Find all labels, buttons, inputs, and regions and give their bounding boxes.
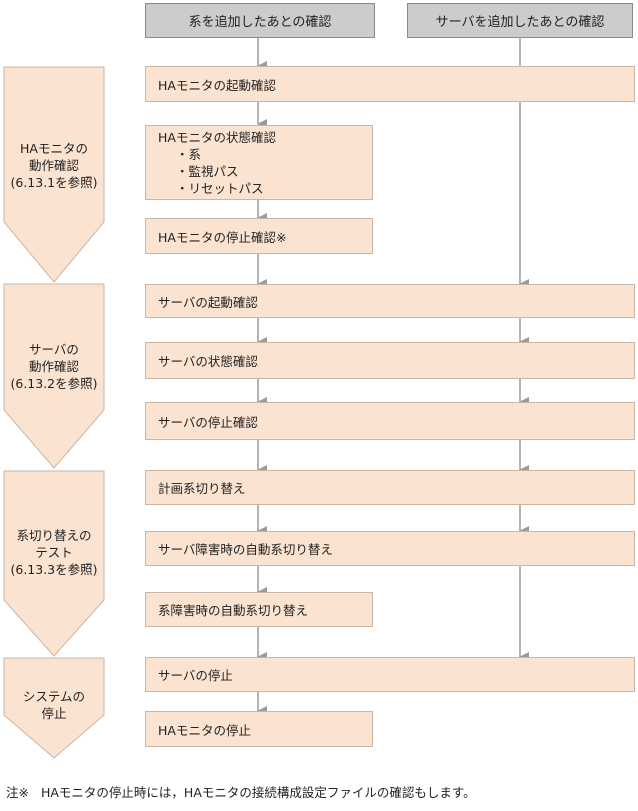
status-item-reset-path: ・リセットパス	[176, 180, 264, 196]
phase-arrow-ha-monitor	[3, 66, 105, 283]
footnote-text: HAモニタの停止時には，HAモニタの接続構成設定ファイルの確認もします。	[40, 785, 476, 800]
step-server-shutdown: サーバの停止	[145, 657, 635, 692]
step-server-status: サーバの状態確認	[145, 342, 635, 379]
step-label: サーバの停止確認	[158, 414, 258, 430]
phase-line: 動作確認	[28, 359, 79, 374]
status-item-monitor-path: ・監視パス	[176, 163, 239, 179]
header-after-adding-server: サーバを追加したあとの確認	[407, 3, 633, 38]
phase-line: (6.13.3を参照)	[10, 562, 98, 577]
status-item-system: ・系	[176, 146, 202, 162]
phase-line: 停止	[41, 706, 67, 721]
footnote-mark: 注※	[6, 785, 29, 800]
phase-label-system-stop: システムの 停止	[4, 688, 104, 722]
phase-arrow-server	[3, 283, 105, 469]
phase-line: (6.13.2を参照)	[10, 376, 98, 391]
step-label: サーバの停止	[158, 668, 233, 683]
step-label: サーバの起動確認	[158, 294, 258, 310]
phase-arrow-system-stop	[3, 657, 105, 759]
phase-line: 動作確認	[28, 158, 79, 173]
step-label: HAモニタの起動確認	[158, 77, 276, 93]
phase-line: HAモニタの	[20, 141, 88, 156]
phase-label-ha-monitor: HAモニタの 動作確認 (6.13.1を参照)	[4, 140, 104, 191]
phase-label-switch-test: 系切り替えの テスト (6.13.3を参照)	[4, 527, 104, 578]
phase-line: システムの	[22, 689, 86, 704]
step-label: 系障害時の自動系切り替え	[158, 603, 309, 618]
step-server-failure-switchover: サーバ障害時の自動系切り替え	[145, 531, 635, 566]
step-label: サーバの状態確認	[158, 354, 258, 369]
step-ha-monitor-stop-check: HAモニタの停止確認※	[145, 218, 373, 254]
phase-line: サーバの	[29, 342, 79, 357]
phase-line: (6.13.1を参照)	[10, 175, 98, 190]
step-label: HAモニタの停止	[158, 722, 251, 738]
phase-label-server: サーバの 動作確認 (6.13.2を参照)	[4, 341, 104, 392]
phase-arrow-switch-test	[3, 470, 105, 657]
header-after-adding-system: 系を追加したあとの確認	[145, 3, 375, 38]
step-label: HAモニタの状態確認	[158, 129, 276, 145]
step-label: サーバ障害時の自動系切り替え	[158, 542, 333, 557]
step-ha-monitor-start: HAモニタの起動確認	[145, 66, 635, 102]
step-ha-monitor-status: HAモニタの状態確認 ・系 ・監視パス ・リセットパス	[145, 125, 373, 200]
step-ha-monitor-shutdown: HAモニタの停止	[145, 711, 373, 747]
phase-line: 系切り替えの	[16, 528, 92, 543]
phase-line: テスト	[35, 545, 73, 560]
step-server-start: サーバの起動確認	[145, 284, 635, 318]
step-system-failure-switchover: 系障害時の自動系切り替え	[145, 592, 373, 627]
footnote: 注※ HAモニタの停止時には，HAモニタの接続構成設定ファイルの確認もします。	[6, 782, 488, 801]
step-label: 計画系切り替え	[158, 481, 246, 496]
step-server-stop-check: サーバの停止確認	[145, 402, 635, 440]
step-planned-switchover: 計画系切り替え	[145, 470, 635, 505]
step-label: HAモニタの停止確認※	[158, 229, 287, 245]
